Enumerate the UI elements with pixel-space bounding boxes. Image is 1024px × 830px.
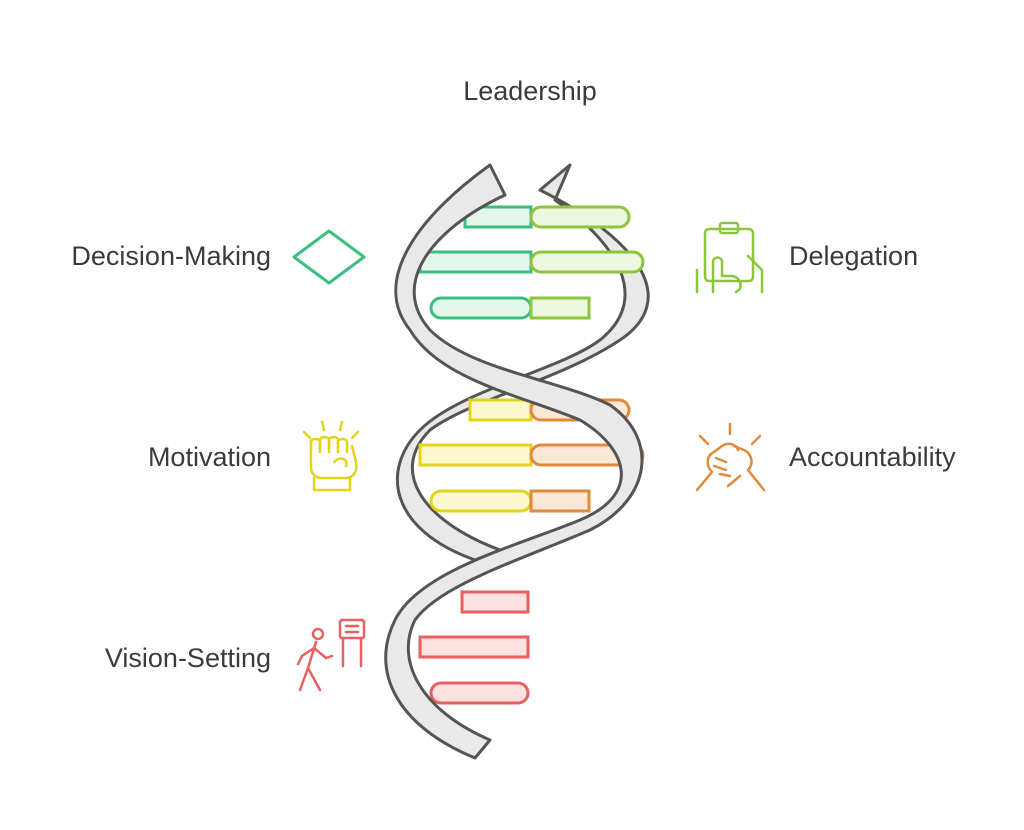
rung-delegation-1 [529,205,631,229]
rung-vision-2 [418,635,530,659]
helix-front-strand [384,163,644,760]
label-decision-making: Decision-Making [71,241,271,271]
rung-delegation-2 [529,250,645,274]
raised-fist-icon [302,420,360,492]
rung-accountability-3 [529,489,591,513]
rung-vision-1 [460,590,530,614]
label-accountability: Accountability [789,442,956,472]
label-vision-setting: Vision-Setting [104,643,271,673]
rung-group-vision [418,590,530,705]
label-motivation: Motivation [147,442,271,472]
rung-vision-3 [429,681,530,705]
rung-motivation-2 [418,443,533,467]
rung-motivation-3 [429,489,533,513]
diamond-icon [292,229,366,285]
rung-decision-2 [418,250,533,274]
rung-group-decision-delegation [418,205,645,320]
diagram-title: Leadership [463,76,597,106]
clipboard-hand-icon [695,221,764,294]
label-delegation: Delegation [789,241,919,271]
walking-person-sign-icon [296,618,366,692]
rung-motivation-1 [468,398,533,422]
rung-delegation-3 [529,296,591,320]
rung-decision-3 [429,296,533,320]
handshake-icon [695,422,766,492]
